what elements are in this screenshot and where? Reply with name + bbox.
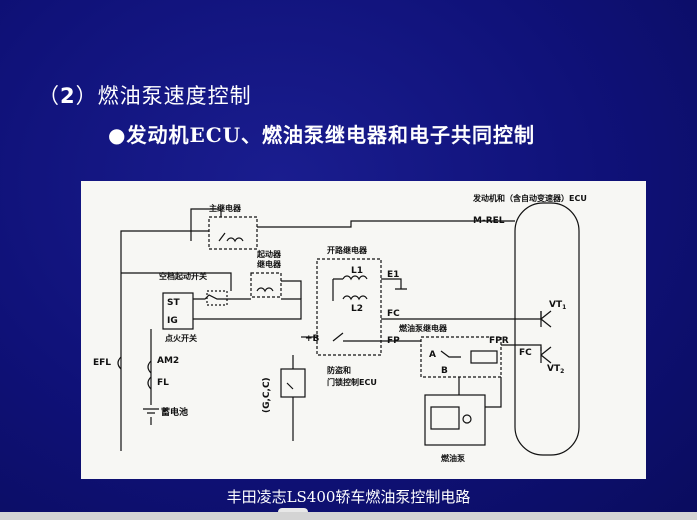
e1-label: E1 <box>387 270 399 280</box>
point-a-label: A <box>429 350 436 360</box>
fuel-pump-box <box>424 394 486 446</box>
fuel-pump-label: 燃油泵 <box>441 453 465 463</box>
l1-label: L1 <box>351 266 363 276</box>
fc-label-2: FC <box>519 348 532 358</box>
plus-b-label: +B <box>305 334 320 344</box>
antitheft-label-2: 门锁控制ECU <box>327 377 377 387</box>
gcc-switch-box <box>280 368 306 398</box>
starter-relay-box <box>250 272 282 298</box>
battery-label: 蓄电池 <box>161 406 188 418</box>
fc-label-1: FC <box>387 309 400 319</box>
st-label: ST <box>167 298 180 308</box>
gcc-label: (G,C,C) <box>262 377 272 413</box>
starter-relay-label-2: 继电器 <box>257 259 282 269</box>
fuel-pump-relay-label: 燃油泵继电器 <box>399 323 448 333</box>
point-b-label: B <box>441 366 448 376</box>
fl-label: FL <box>157 378 169 388</box>
heading-number: 2 <box>60 84 76 108</box>
ecu-label: 发动机和（含自动变速器）ECU <box>472 193 587 203</box>
vt2-label: VT2 <box>547 364 564 375</box>
main-relay-label: 主继电器 <box>209 203 242 213</box>
l2-label: L2 <box>351 304 363 314</box>
ecu-box <box>514 202 580 456</box>
bottom-bar <box>0 512 697 520</box>
slide-subheading: ●发动机ECU、燃油泵继电器和电子共同控制 <box>108 123 536 147</box>
fpr-label: FPR <box>489 336 509 346</box>
am2-label: AM2 <box>157 356 179 366</box>
vt1-label: VT1 <box>549 300 566 311</box>
bottom-notch <box>278 508 308 514</box>
open-relay-label: 开路继电器 <box>327 245 368 255</box>
ig-label: IG <box>167 316 178 326</box>
antitheft-label-1: 防盗和 <box>327 365 351 375</box>
fuel-pump-relay-box <box>420 336 502 378</box>
starter-relay-label-1: 起动器 <box>256 249 282 259</box>
slide-heading: （2）燃油泵速度控制 <box>38 84 252 108</box>
diagram-caption: 丰田凌志LS400轿车燃油泵控制电路 <box>226 488 471 506</box>
main-relay-box <box>208 216 258 250</box>
efl-label: EFL <box>93 358 111 368</box>
ignition-switch-box <box>162 292 194 330</box>
ignition-switch-label: 点火开关 <box>165 333 197 343</box>
circuit-diagram: 发动机和（含自动变速器）ECU M-REL 主继电器 起动器 继电器 空档起动开… <box>81 181 646 479</box>
open-relay-box <box>316 258 382 356</box>
neutral-switch-label: 空档起动开关 <box>159 271 207 281</box>
